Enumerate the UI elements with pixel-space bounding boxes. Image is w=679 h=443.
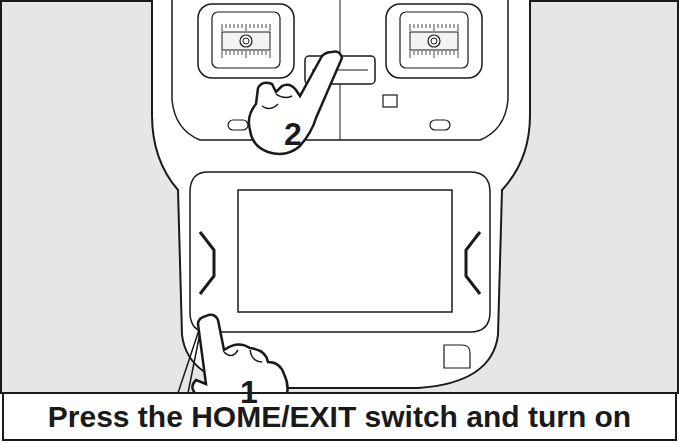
callout-number: 2 xyxy=(284,118,302,150)
caption-box: Press the HOME/EXIT switch and turn on xyxy=(2,392,677,441)
callout-number: 1 xyxy=(240,376,258,408)
caption-text: Press the HOME/EXIT switch and turn on xyxy=(48,400,631,434)
